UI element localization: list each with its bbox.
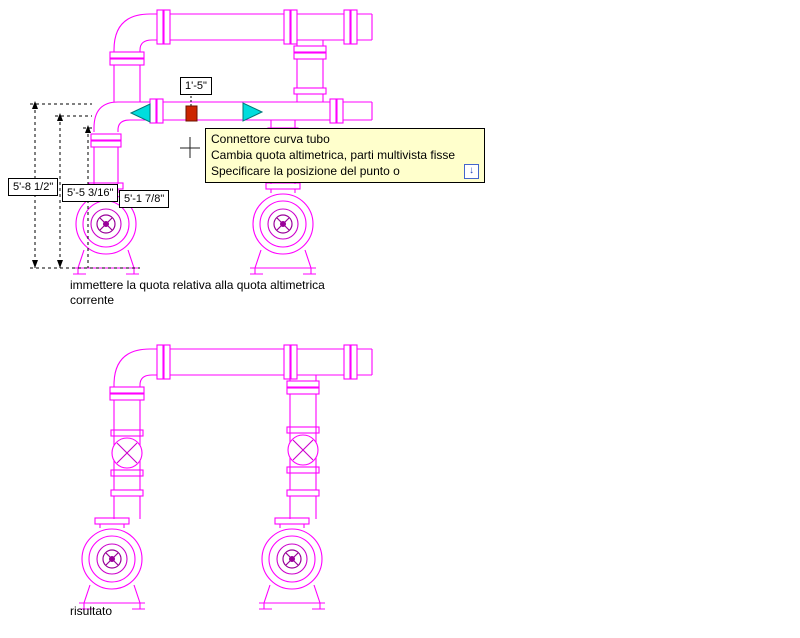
pump-symbol xyxy=(258,517,326,610)
down-arrow-icon: ↓ xyxy=(464,163,479,179)
dimension-arrowheads xyxy=(32,101,91,268)
caption-result: risultato xyxy=(70,604,113,618)
piping-diagram-before xyxy=(30,9,373,275)
dynamic-dimension-value: 1'-5" xyxy=(185,80,207,92)
flow-arrow-right-grip[interactable] xyxy=(242,102,264,122)
pump-symbol xyxy=(78,517,146,610)
dynamic-dimension-input[interactable]: 1'-5" xyxy=(180,77,212,95)
crosshair-cursor xyxy=(180,137,200,158)
valve-symbol xyxy=(286,426,320,474)
tooltip-line-3: Specificare la posizione del punto o xyxy=(211,164,400,178)
dimension-label-3: 5'-1 7/8" xyxy=(119,190,170,208)
flow-arrow-left-grip[interactable] xyxy=(129,103,151,123)
dimension-label-2: 5'-5 3/16" xyxy=(62,184,119,202)
pipe-network xyxy=(90,9,373,184)
dimension-label-1: 5'-8 1/2" xyxy=(8,178,59,196)
dimension-lines xyxy=(30,103,140,269)
command-tooltip: Connettore curva tubo Cambia quota altim… xyxy=(205,128,485,183)
piping-diagram-result xyxy=(78,344,373,610)
elevation-grip[interactable] xyxy=(185,105,198,122)
tooltip-line-2: Cambia quota altimetrica, parti multivis… xyxy=(211,148,456,162)
pump-symbol xyxy=(249,182,317,275)
caption-before: immettere la quota relativa alla quota a… xyxy=(70,278,325,307)
valve-symbol xyxy=(110,429,144,477)
tooltip-line-1: Connettore curva tubo xyxy=(211,132,330,146)
pipe-network xyxy=(109,344,373,519)
